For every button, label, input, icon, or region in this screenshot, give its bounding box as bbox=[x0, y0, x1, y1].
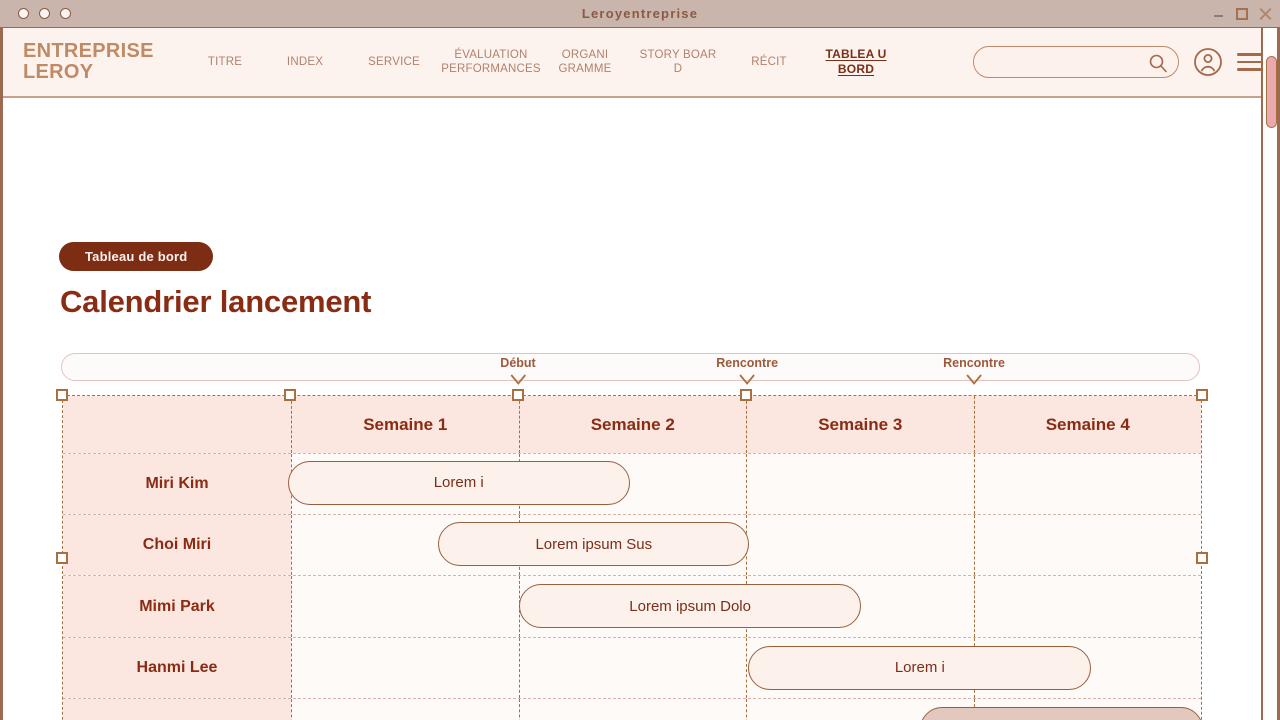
gantt-cell[interactable] bbox=[291, 698, 519, 720]
gantt-task-bar[interactable]: Lorem i bbox=[920, 707, 1204, 720]
task-bar-label: Lorem ipsum Dolo bbox=[629, 597, 751, 615]
search-input[interactable] bbox=[986, 55, 1146, 69]
resize-handle[interactable] bbox=[56, 551, 68, 564]
timeline-track[interactable] bbox=[61, 353, 1200, 381]
chevron-down-icon bbox=[738, 372, 756, 385]
gantt-row-name-cell: Choi Miri bbox=[63, 515, 291, 576]
week-label: Semaine 1 bbox=[363, 414, 448, 434]
nav-item-recit[interactable]: RÉCIT bbox=[751, 55, 787, 68]
status-badge: Tableau de bord bbox=[59, 242, 214, 271]
resize-handle[interactable] bbox=[284, 389, 296, 401]
gantt-cell[interactable] bbox=[291, 576, 519, 637]
traffic-lights bbox=[0, 8, 71, 19]
window-controls bbox=[1213, 7, 1280, 21]
minimize-dot-icon[interactable] bbox=[39, 8, 50, 19]
vertical-scrollbar[interactable] bbox=[1261, 28, 1277, 720]
gantt-cell[interactable] bbox=[518, 698, 746, 720]
page-title: Calendrier lancement bbox=[60, 284, 372, 319]
gantt-cell[interactable] bbox=[973, 454, 1201, 515]
nav-item-organigramme[interactable]: ORGANI GRAMME bbox=[558, 48, 612, 75]
gantt-cell[interactable] bbox=[518, 637, 746, 698]
brand-line-2: LEROY bbox=[23, 61, 94, 83]
gantt-task-bar[interactable]: Lorem ipsum Dolo bbox=[519, 584, 862, 628]
task-bar-label: Lorem i bbox=[894, 659, 945, 677]
nav-item-service[interactable]: SERVICE bbox=[368, 55, 420, 68]
brand-logo[interactable]: ENTREPRISE LEROY bbox=[23, 41, 188, 83]
milestone-label: Rencontre bbox=[943, 356, 1005, 370]
gantt-task-bar[interactable]: Lorem i bbox=[748, 645, 1092, 690]
gantt-task-bar[interactable]: Lorem i bbox=[287, 460, 630, 505]
selection-handles-layer bbox=[56, 389, 1208, 720]
hamburger-menu-icon[interactable] bbox=[1237, 53, 1263, 71]
gantt-col-header-3: Semaine 3 bbox=[746, 396, 974, 453]
table-row[interactable]: Miri Kim bbox=[63, 453, 1201, 515]
milestone-label: Début bbox=[500, 356, 536, 370]
gantt-row-name-cell: Miri Kim bbox=[63, 454, 291, 515]
gantt-col-header-2: Semaine 2 bbox=[518, 396, 746, 453]
resize-handle[interactable] bbox=[56, 389, 68, 401]
nav-item-storyboard[interactable]: STORY BOAR D bbox=[639, 48, 717, 75]
nav-item-tableau-de-bord[interactable]: TABLEA U BORD bbox=[825, 47, 887, 76]
row-name: Miri Kim bbox=[145, 475, 209, 493]
user-circle-icon[interactable] bbox=[1193, 47, 1223, 77]
week-label: Semaine 2 bbox=[590, 414, 675, 434]
gantt-cell[interactable] bbox=[973, 576, 1201, 637]
week-label: Semaine 3 bbox=[818, 414, 903, 434]
nav-right-tools bbox=[973, 46, 1263, 78]
gantt-chart: Semaine 1 Semaine 2 Semaine 3 Semaine 4 … bbox=[56, 389, 1208, 720]
gantt-col-header-1: Semaine 1 bbox=[291, 396, 519, 453]
row-name: Mimi Park bbox=[139, 597, 215, 615]
chevron-down-icon bbox=[965, 372, 983, 385]
main-content: Tableau de bord Calendrier lancement Déb… bbox=[3, 98, 1277, 720]
search-box[interactable] bbox=[973, 46, 1179, 78]
gantt-header-row: Semaine 1 Semaine 2 Semaine 3 Semaine 4 bbox=[63, 396, 1201, 453]
nav-item-evaluation-performances[interactable]: ÉVALUATION PERFORMANCES bbox=[441, 48, 541, 75]
nav-item-index[interactable]: INDEX bbox=[286, 55, 324, 68]
week-label: Semaine 4 bbox=[1045, 414, 1130, 434]
window-titlebar: Leroyentreprise bbox=[0, 0, 1280, 28]
search-icon[interactable] bbox=[1148, 53, 1168, 78]
close-dot-icon[interactable] bbox=[18, 8, 29, 19]
resize-handle[interactable] bbox=[1196, 389, 1208, 401]
row-name: Choi Miri bbox=[142, 536, 212, 554]
hamburger-line-3 bbox=[1237, 68, 1263, 71]
gantt-row-name-cell: Mimi Park bbox=[63, 576, 291, 637]
maximize-dot-icon[interactable] bbox=[60, 8, 71, 19]
minimize-icon[interactable] bbox=[1213, 7, 1226, 20]
window-title: Leroyentreprise bbox=[581, 6, 699, 21]
milestone-marker: Rencontre bbox=[943, 356, 1005, 385]
gantt-task-bar[interactable]: Lorem ipsum Sus bbox=[438, 522, 750, 567]
navbar: ENTREPRISE LEROY TITRE INDEX SERVICE ÉVA… bbox=[3, 28, 1277, 98]
gantt-cell[interactable] bbox=[291, 637, 519, 698]
resize-handle[interactable] bbox=[1196, 551, 1208, 564]
nav-links: TITRE INDEX SERVICE ÉVALUATION PERFORMAN… bbox=[188, 28, 973, 96]
hamburger-line-1 bbox=[1237, 53, 1263, 56]
gantt-cell[interactable] bbox=[973, 515, 1201, 576]
milestone-marker: Début bbox=[500, 356, 536, 385]
milestone-label: Rencontre bbox=[716, 356, 779, 370]
gantt-row-name-cell: Miri Kang bbox=[63, 698, 291, 720]
gantt-cell[interactable] bbox=[746, 515, 974, 576]
row-name: Hanmi Lee bbox=[136, 658, 218, 676]
page-body: ENTREPRISE LEROY TITRE INDEX SERVICE ÉVA… bbox=[0, 28, 1280, 720]
scrollbar-thumb[interactable] bbox=[1266, 56, 1277, 128]
gantt-row-name-cell: Hanmi Lee bbox=[63, 637, 291, 698]
resize-handle[interactable] bbox=[740, 389, 752, 401]
gantt-col-header-4: Semaine 4 bbox=[973, 396, 1201, 453]
gantt-cell[interactable] bbox=[746, 698, 974, 720]
milestone-marker: Rencontre bbox=[716, 356, 779, 385]
gantt-cell[interactable] bbox=[746, 454, 974, 515]
maximize-icon[interactable] bbox=[1236, 7, 1248, 20]
gantt-corner-cell bbox=[63, 396, 291, 453]
task-bar-label: Lorem i bbox=[433, 474, 484, 492]
nav-item-titre[interactable]: TITRE bbox=[207, 55, 243, 68]
hamburger-line-2 bbox=[1237, 60, 1263, 64]
chevron-down-icon bbox=[509, 372, 527, 385]
task-bar-label: Lorem ipsum Sus bbox=[535, 535, 653, 553]
resize-handle[interactable] bbox=[512, 389, 524, 401]
milestones-layer: Début Rencontre Rencontre bbox=[62, 356, 1202, 396]
brand-line-1: ENTREPRISE bbox=[23, 40, 154, 62]
close-icon[interactable] bbox=[1258, 7, 1272, 21]
